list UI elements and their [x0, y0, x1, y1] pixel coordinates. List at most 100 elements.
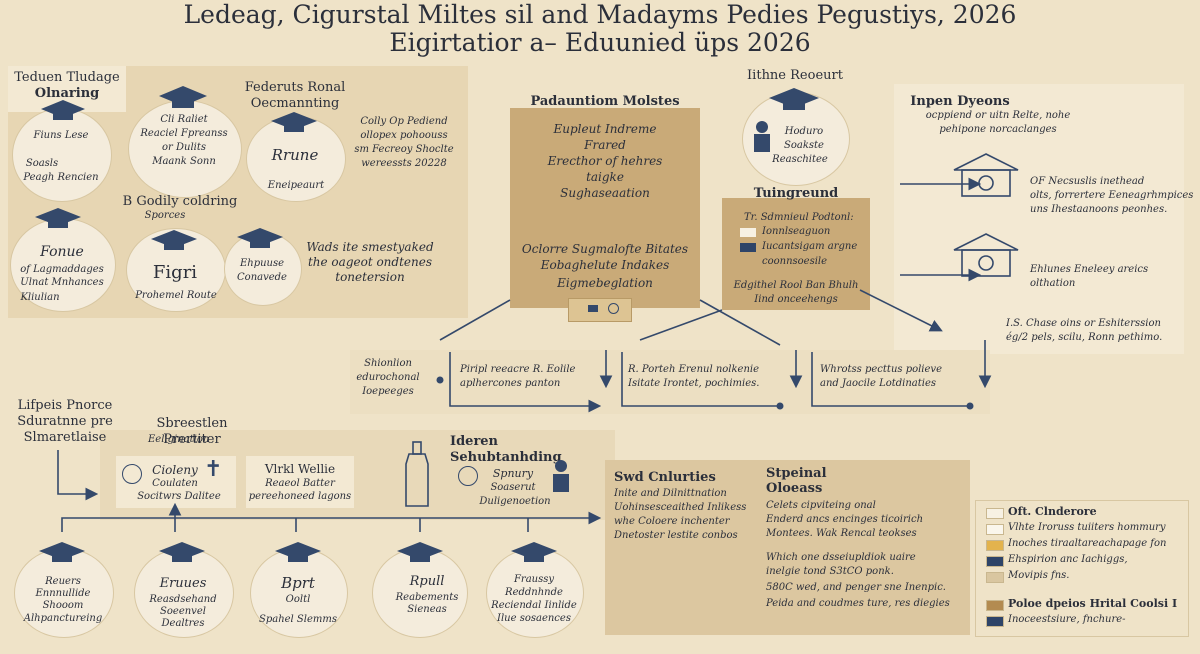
bottom-circle-5 — [486, 548, 584, 638]
flow-dot-2 — [776, 402, 784, 410]
godily-sub: Sporces — [144, 210, 186, 221]
circle-ehpuuse-t1: Ehpuuse — [239, 258, 285, 269]
bc4-t3: Sieneas — [407, 604, 447, 615]
bc2-t3: Soeenvel — [160, 606, 206, 617]
lifpeis-heading-3: Slmaretlaise — [23, 430, 107, 445]
flow-dot-1 — [436, 376, 444, 384]
pad-line-3: Erecthor of hehres — [547, 154, 663, 168]
lifpeis-heading-2: Sduratnne pre — [17, 414, 113, 429]
card2-t3: pereehoneed lagons — [248, 491, 352, 502]
graduation-cap-icon — [397, 542, 443, 562]
circle-fonue-t4: Kliulian — [20, 292, 60, 303]
bc4-t2: Reabements — [395, 592, 459, 603]
pad-line-5: Sughaseaation — [560, 186, 650, 200]
inpen-r3-1: I.S. Chase oins or Eshiterssion — [1006, 318, 1161, 329]
circle-ehpuuse-t2: Conavede — [237, 272, 287, 283]
iden-card-t1: Spnury — [492, 467, 534, 480]
wads-para-3: tonetersion — [335, 270, 405, 284]
legend-panel — [975, 500, 1189, 637]
handshake-icon — [458, 466, 478, 486]
federuts-heading-2: Oecmannting — [250, 96, 340, 111]
sw-col2b-3: 580C wed, and penger sne Inenpic. — [766, 582, 946, 593]
person-icon — [553, 460, 569, 492]
graduation-cap-icon — [159, 542, 205, 562]
sw-col2-head-1: Stpeinal — [766, 466, 827, 481]
sw-col1-1: Inite and Dilnittnation — [614, 488, 727, 499]
inpen-panel — [894, 84, 1184, 354]
circle-fonue — [10, 218, 116, 312]
circle-rrune-t2: Eneipeaurt — [267, 180, 325, 191]
bc3-t3: Spahel Slemms — [258, 614, 337, 625]
flow-b3-2: and Jaocile Lotdinaties — [820, 378, 937, 389]
tuin-swatch-navy — [740, 243, 756, 252]
legend-swatch — [986, 540, 1004, 551]
circle-fiuns-t3: Peagh Rencien — [23, 172, 99, 183]
inpen-r2-2: olthation — [1030, 278, 1076, 289]
sw-col2-head-2: Oloeass — [766, 481, 823, 496]
circle-cliraliet-t3: or Dulits — [162, 142, 206, 153]
legend-label: Poloe dpeios Hrital Coolsi I — [1008, 597, 1178, 610]
tuin-item-2: Iucantsigam argne — [762, 241, 858, 252]
circle-fiuns-t1: Fiuns Lese — [33, 130, 89, 141]
graduation-cap-icon — [769, 88, 819, 110]
federuts-para-2: ollopex pohoouss — [360, 130, 448, 141]
circle-fonue-t2: of Lagmaddages — [20, 264, 104, 275]
pad-line-7: Eobaghelute Indakes — [540, 258, 670, 272]
flow-left-1: Shionlion — [364, 358, 412, 369]
card1-t1: Cioleny — [152, 463, 198, 477]
pad-line-2: Frared — [584, 138, 626, 152]
bottom-left-arrow — [57, 450, 99, 501]
legend-label: Oft. Clnderore — [1008, 505, 1097, 518]
circle-fonue-t1: Fonue — [40, 244, 84, 260]
sw-col2b-1: Which one dsseiupldiok uaire — [766, 552, 916, 563]
bc5-t1: Fraussy — [513, 574, 555, 585]
inpen-r1-2: olts, forrertere Eeneagrhmpices — [1030, 190, 1194, 201]
inpen-heading: Inpen Dyeons — [910, 94, 1010, 109]
sw-col2b-4: Peida and coudmes ture, res diegies — [766, 598, 950, 609]
bc5-t4: Ilue sosaences — [497, 613, 571, 624]
circle-figri-t2: Prohemel Route — [135, 290, 217, 301]
wads-para-1: Wads ite smestyaked — [306, 240, 434, 254]
bc1-t2: Ennnullide — [35, 588, 91, 599]
iden-heading: Ideren Sehubtanhding — [450, 434, 562, 465]
flow-dot-3 — [966, 402, 974, 410]
bc2-t2: Reasdsehand — [149, 594, 217, 605]
graduation-cap-icon — [41, 100, 85, 120]
diploma-icon — [122, 464, 142, 484]
circle-cliraliet-t2: Reaciel Fpreanss — [140, 128, 228, 139]
bottle-icon — [405, 441, 429, 507]
pad-line-1: Eupleut Indreme — [553, 122, 657, 136]
legend-label: Movipis fns. — [1008, 570, 1070, 581]
tuin-swatch-white — [740, 228, 756, 237]
bc1-t4: Alhpanctureing — [23, 613, 103, 624]
padauntiom-panel — [510, 108, 700, 308]
pad-heading: Padauntiom Molstes — [530, 94, 680, 109]
circle-rrune-t1: Rrune — [271, 146, 319, 164]
book-icon — [588, 305, 598, 312]
federuts-heading-1: Federuts Ronal — [244, 80, 346, 95]
bottom-right-panel — [605, 460, 970, 635]
flow-arrow-1 — [449, 352, 602, 413]
ithne-heading: Iithne Reoeurt — [747, 68, 843, 83]
circle-fonue-t3: Ulnat Mnhances — [20, 277, 104, 288]
federuts-para-3: sm Fecreoy Shoclte — [354, 144, 454, 155]
graduation-cap-icon — [511, 542, 557, 562]
legend-swatch — [986, 572, 1004, 583]
circle-fiuns-t2: Soasls — [25, 158, 59, 169]
legend-swatch — [986, 524, 1004, 535]
pad-line-8: Eigmebeglation — [557, 276, 653, 290]
sbreestlen-sub: Eeligination — [148, 434, 210, 445]
card2-t2: Reaeol Batter — [265, 478, 335, 489]
flow-line-3 — [811, 352, 968, 407]
bc1-t3: Shooom — [42, 600, 84, 611]
bottom-circle-4 — [372, 548, 468, 638]
bc3-t1: Bprt — [281, 574, 315, 592]
flow-left-3: Ioepeeges — [362, 386, 414, 397]
inpen-r1-1: OF Necsuslis inethead — [1030, 176, 1145, 187]
tuin-sub: Tr. Sdmnieul Podtonl: — [744, 212, 854, 223]
circle-cliraliet-t4: Maank Sonn — [152, 156, 216, 167]
sw-col2a-1: Celets cipviteing onal — [766, 500, 876, 511]
legend-swatch — [986, 600, 1004, 611]
ithne-circle-t2: Soakste — [784, 140, 824, 151]
inpen-r2-1: Ehlunes Eneleey areics — [1030, 264, 1149, 275]
